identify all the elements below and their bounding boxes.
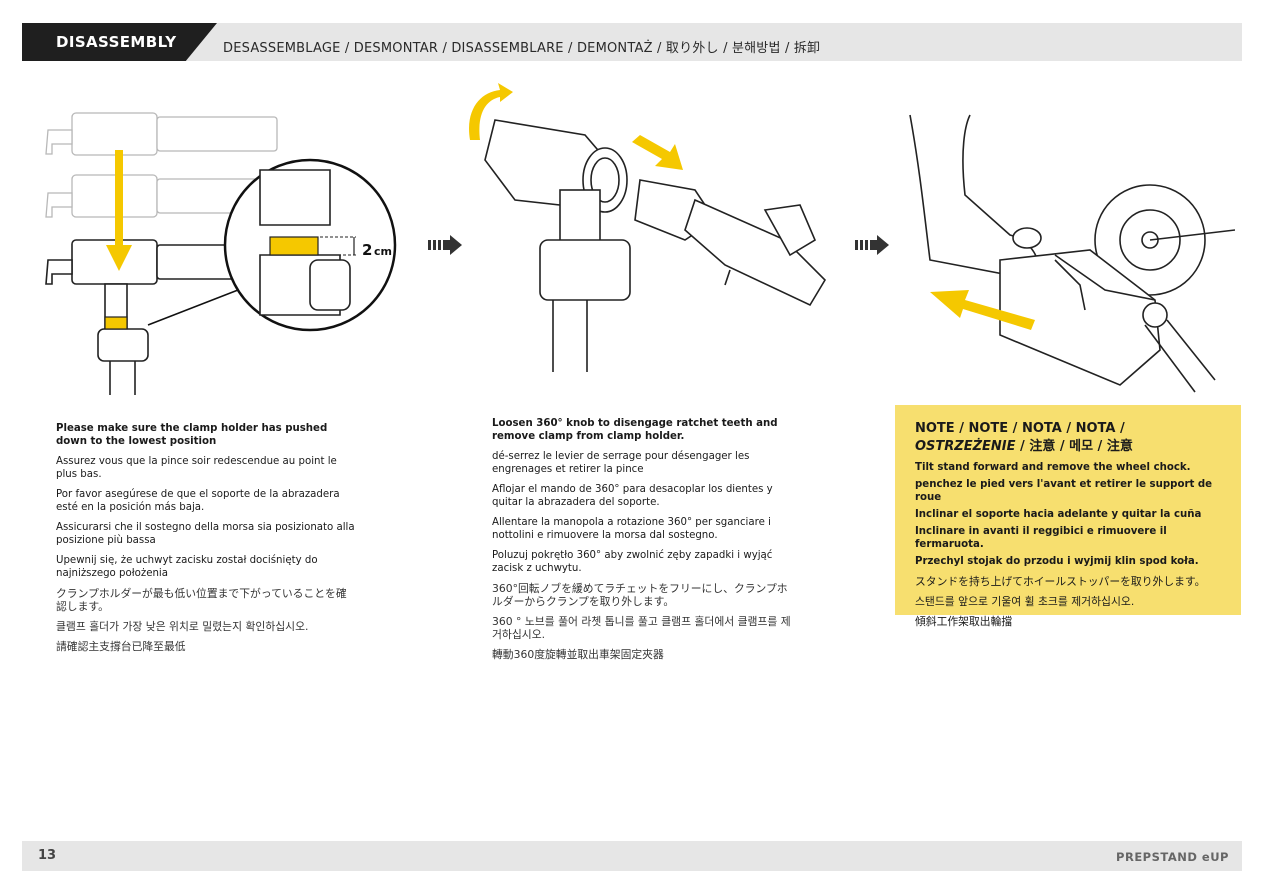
rotate-arrow-icon (469, 83, 513, 140)
note-ja: スタンドを持ち上げてホイールストッパーを取り外します。 (915, 575, 1206, 588)
step2-ko: 360 ° 노브를 풀어 라쳇 톱니를 풀고 클램프 홀더에서 클램프를 제거하… (492, 615, 791, 641)
note-title-rest: / 注意 / 메모 / 注意 (1015, 439, 1133, 454)
note-zh: 傾斜工作架取出輪擋 (915, 615, 1013, 628)
measure-unit: cm (374, 245, 392, 258)
measure-value: 2 (362, 241, 372, 259)
header-title-block (22, 23, 217, 61)
step2-ja: 360°回転ノブを緩めてラチェットをフリーにし、クランプホルダーからクランプを取… (492, 582, 788, 608)
page-number: 13 (38, 848, 57, 863)
step2-pl: Poluzuj pokrętło 360° aby zwolnić zęby z… (492, 550, 773, 574)
step1-zh: 請確認主支撐台已降至最低 (56, 640, 186, 653)
note-es: Inclinar el soporte hacia adelante y qui… (915, 509, 1202, 520)
note-box (895, 405, 1241, 615)
step1-ja: クランプホルダーが最も低い位置まで下がっていることを確認します。 (56, 587, 347, 613)
step1-es: Por favor asegúrese de que el soporte de… (56, 489, 340, 513)
note-en: Tilt stand forward and remove the wheel … (915, 462, 1191, 473)
arrow-down-icon (106, 150, 132, 271)
page-title: DISASSEMBLY (56, 33, 177, 51)
step2-text: Loosen 360° knob to disengage ratchet te… (492, 417, 792, 668)
note-title-italic: OSTRZEŻENIE (915, 439, 1016, 454)
note-pl: Przechyl stojak do przodu i wyjmij klin … (915, 556, 1199, 567)
footer-band (22, 841, 1242, 871)
step2-it: Allentare la manopola a rotazione 360° p… (492, 517, 771, 541)
step2-en: Loosen 360° knob to disengage ratchet te… (492, 418, 778, 442)
figure-clamp-holder: 2 cm (45, 112, 397, 395)
note-fr: penchez le pied vers l'avant et retirer … (915, 479, 1213, 503)
step1-fr: Assurez vous que la pince soir redescend… (56, 456, 337, 480)
note-ko: 스탠드를 앞으로 기울여 휠 초크를 제거하십시오. (915, 595, 1135, 608)
step1-pl: Upewnij się, że uchwyt zacisku został do… (56, 555, 318, 579)
figure-wheel-chock (909, 114, 1235, 393)
step2-zh: 轉動360度旋轉並取出車架固定夾器 (492, 648, 664, 661)
arrow-right-icon (428, 235, 462, 255)
step2-fr: dé-serrez le levier de serrage pour dése… (492, 451, 750, 475)
figure-remove-clamp (469, 83, 827, 372)
note-title-line1: NOTE / NOTE / NOTA / NOTA / (915, 421, 1125, 436)
step1-en: Please make sure the clamp holder has pu… (56, 423, 328, 447)
note-it: Inclinare in avanti il reggibici e rimuo… (915, 526, 1167, 550)
step2-es: Aflojar el mando de 360° para desacoplar… (492, 484, 773, 508)
arrow-right-icon (855, 235, 889, 255)
page-subtitle: DESASSEMBLAGE / DESMONTAR / DISASSEMBLAR… (223, 41, 821, 56)
step1-ko: 클램프 홀더가 가장 낮은 위치로 밀렸는지 확인하십시오. (56, 620, 309, 633)
step1-it: Assicurarsi che il sostegno della morsa … (56, 522, 355, 546)
product-name: PREPSTAND eUP (1116, 850, 1229, 864)
header-band (22, 23, 1242, 61)
note-title: NOTE / NOTE / NOTA / NOTA / OSTRZEŻENIE … (915, 420, 1235, 456)
step1-text: Please make sure the clamp holder has pu… (56, 422, 356, 660)
note-body: Tilt stand forward and remove the wheel … (915, 461, 1235, 635)
note-title-line2: OSTRZEŻENIE / 注意 / 메모 / 注意 (915, 438, 1235, 456)
